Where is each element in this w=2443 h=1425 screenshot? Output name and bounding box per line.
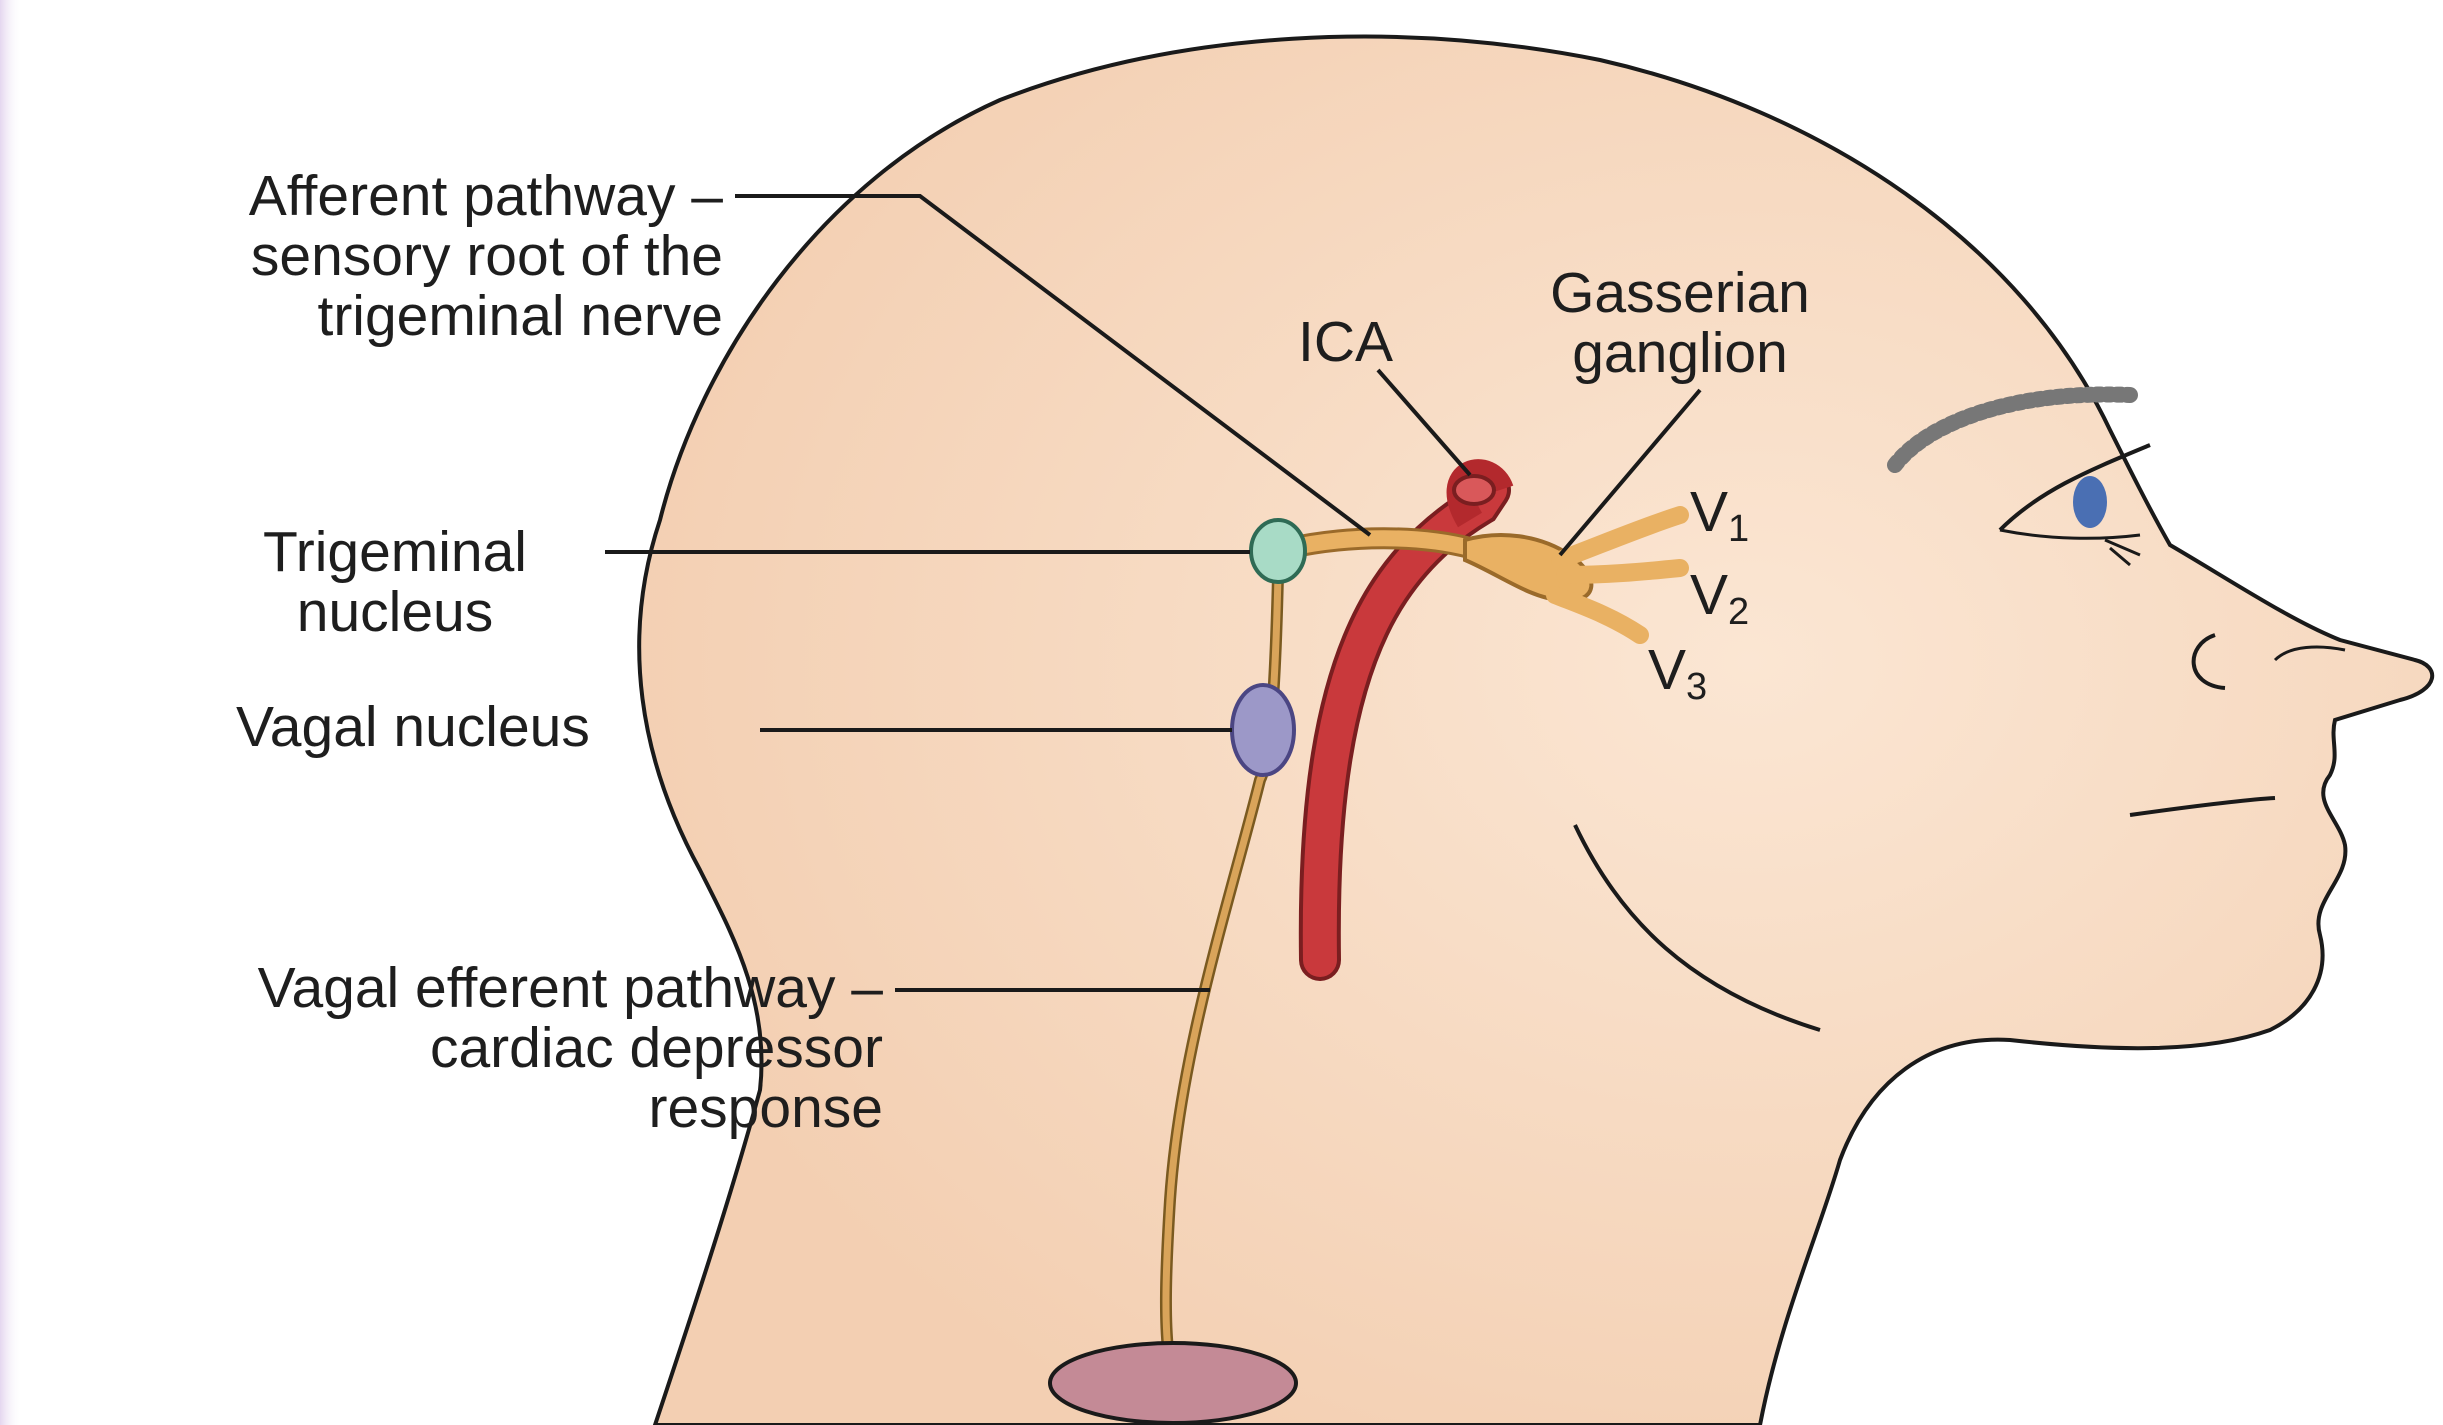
vagal-nucleus-shape: [1232, 685, 1294, 775]
label-afferent-line2: sensory root of the: [249, 226, 723, 286]
label-v3-letter: V: [1648, 638, 1686, 702]
label-v2-sub: 2: [1728, 591, 1749, 633]
label-vagal-efferent-line1: Vagal efferent pathway –: [258, 958, 883, 1018]
label-v1-letter: V: [1690, 480, 1728, 544]
label-gasserian-line2: ganglion: [1510, 323, 1850, 383]
label-afferent-line3: trigeminal nerve: [249, 286, 723, 346]
edge-tint: [0, 0, 22, 1425]
label-v1-sub: 1: [1728, 508, 1749, 550]
label-afferent-pathway: Afferent pathway – sensory root of the t…: [249, 166, 723, 346]
label-v2: V2: [1690, 565, 1749, 642]
label-v3-sub: 3: [1686, 666, 1707, 708]
label-v3: V3: [1648, 640, 1707, 717]
label-v1: V1: [1690, 482, 1749, 559]
label-vagal-nucleus: Vagal nucleus: [236, 697, 590, 757]
label-gasserian-ganglion: Gasserian ganglion: [1510, 263, 1850, 383]
heart-target: [1050, 1343, 1296, 1423]
label-trigeminal-line2: nucleus: [200, 582, 590, 642]
label-trigeminal-nucleus: Trigeminal nucleus: [200, 522, 590, 642]
label-vagal-efferent-line3: response: [258, 1078, 883, 1138]
label-ica: ICA: [1298, 312, 1393, 372]
label-vagal-efferent: Vagal efferent pathway – cardiac depress…: [258, 958, 883, 1138]
label-vagal-efferent-line2: cardiac depressor: [258, 1018, 883, 1078]
trigeminal-nucleus-shape: [1251, 520, 1305, 582]
label-gasserian-line1: Gasserian: [1510, 263, 1850, 323]
label-v2-letter: V: [1690, 563, 1728, 627]
label-afferent-line1: Afferent pathway –: [249, 166, 723, 226]
branch-v2: [1565, 568, 1680, 575]
iris: [2073, 476, 2107, 528]
label-trigeminal-line1: Trigeminal: [200, 522, 590, 582]
ica-cut-end: [1454, 476, 1494, 504]
